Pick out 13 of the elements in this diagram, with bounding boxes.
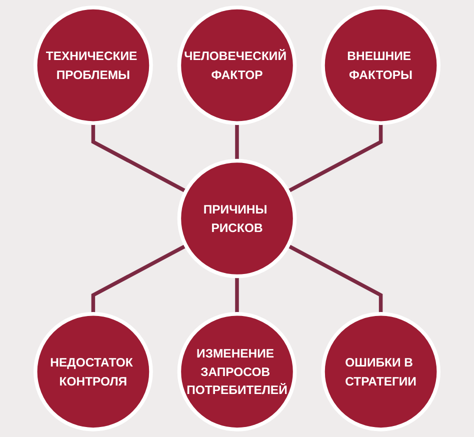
node-circle [34,6,153,125]
connector [235,123,239,161]
node-circle [321,6,440,125]
node-circle [177,158,297,278]
connector [287,123,383,193]
node-circle [34,312,153,432]
connector [235,276,239,314]
connector [287,244,383,314]
node-circle [177,312,297,432]
connector [91,244,187,314]
node-circle [177,6,297,125]
connector [91,123,187,193]
node-circle [321,312,440,432]
